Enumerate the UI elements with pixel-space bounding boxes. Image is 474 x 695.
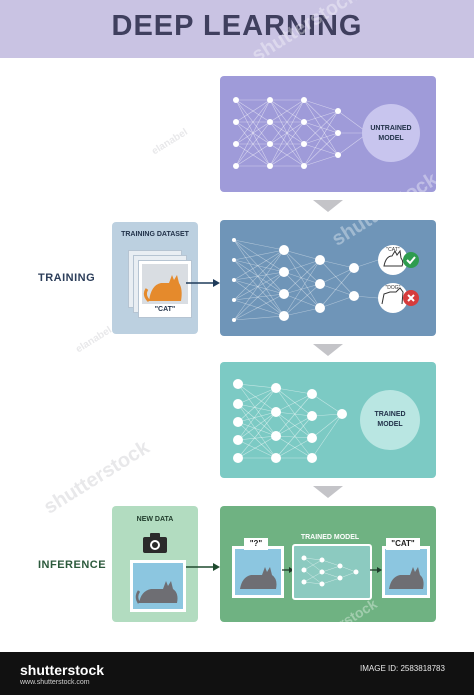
new-data-label: NEW DATA <box>136 516 174 523</box>
training-dataset-panel: TRAINING DATASET "CAT" <box>112 222 198 334</box>
check-icon <box>403 252 419 268</box>
cat-icon <box>135 581 178 604</box>
page-title: DEEP LEARNING <box>111 10 363 42</box>
footer-image-id: IMAGE ID: 2583818783 <box>360 664 445 673</box>
right-arrow-icon <box>186 563 220 571</box>
inference-panel: "?" TRAINED MODEL " <box>220 506 436 622</box>
footer-brand: shutterstock <box>20 662 105 678</box>
input-photo <box>232 546 284 598</box>
watermark-text: elanabel <box>74 324 114 356</box>
down-arrow-icon <box>313 344 343 356</box>
right-arrow-icon <box>186 279 220 287</box>
result-cat-label: "CAT" <box>386 247 400 253</box>
new-data-panel: NEW DATA <box>112 506 198 622</box>
trained-model-label: TRAINED MODEL <box>374 411 406 428</box>
untrained-model-panel: UNTRAINED MODEL <box>220 76 436 192</box>
training-dataset-label: TRAINING DATASET <box>121 231 189 238</box>
dog-result-bubble <box>378 283 408 313</box>
footer-site: www.shutterstock.com <box>20 679 90 686</box>
trained-model-badge <box>360 390 420 450</box>
trained-model-mini <box>292 544 372 600</box>
untrained-model-label: UNTRAINED MODEL <box>370 125 412 142</box>
dataset-card-front <box>138 260 192 318</box>
untrained-network-diagram <box>233 97 369 169</box>
cat-icon <box>142 264 188 304</box>
trained-model-panel: TRAINED MODEL <box>220 362 436 478</box>
header-bar <box>0 0 474 58</box>
output-photo <box>382 546 430 598</box>
mini-network-diagram <box>301 555 359 587</box>
new-data-photo <box>130 560 186 612</box>
cat-caption: "CAT" <box>154 306 176 313</box>
training-network-diagram <box>232 238 419 322</box>
training-label: TRAINING <box>38 272 96 284</box>
cat-icon <box>240 567 277 589</box>
output-label: "CAT" <box>386 538 420 550</box>
result-dog-label: "DOG" <box>385 285 401 291</box>
training-model-panel: "CAT" "DOG" <box>220 220 436 336</box>
inference-label: INFERENCE <box>38 559 107 571</box>
down-arrow-icon <box>313 486 343 498</box>
cat-icon <box>389 567 424 589</box>
camera-icon <box>143 533 167 553</box>
trained-network-diagram <box>233 379 347 463</box>
untrained-model-badge <box>362 104 420 162</box>
trained-model-small-label: TRAINED MODEL <box>300 534 360 541</box>
right-arrow-icon <box>282 567 294 573</box>
right-arrow-icon <box>370 567 382 573</box>
footer-bar <box>0 652 474 695</box>
question-label: "?" <box>244 538 268 550</box>
down-arrow-icon <box>313 200 343 212</box>
watermark-text: elanabel <box>150 126 190 158</box>
